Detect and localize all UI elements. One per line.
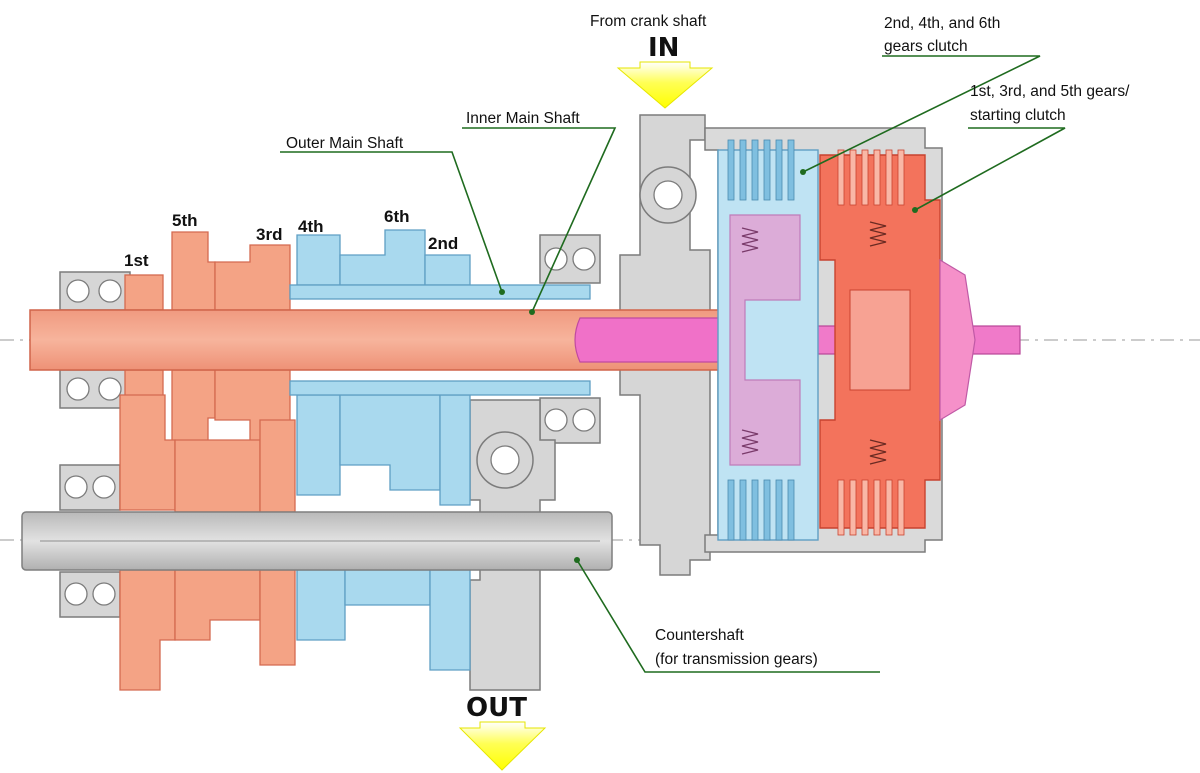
input-arrow [616,61,714,109]
odd-gear-set [119,231,296,691]
even-gears-clutch [717,139,819,541]
outer-main-shaft-label: Outer Main Shaft [286,135,404,152]
odd-clutch-label-line2: starting clutch [970,107,1066,124]
inner-shaft-pink-core [574,317,731,363]
even-clutch-label-line1: 2nd, 4th, and 6th [884,15,1000,32]
inner-main-shaft-label: Inner Main Shaft [466,110,580,127]
leader-lines [280,55,1066,673]
odd-gears-clutch [819,149,976,536]
output-arrow [458,721,547,771]
out-label: OUT [466,693,527,723]
gear-label-2nd: 2nd [428,234,458,253]
gear-label-6th: 6th [384,207,410,226]
countershaft-label-line2: (for transmission gears) [655,651,818,668]
in-label: IN [648,33,679,63]
gear-label-4th: 4th [298,217,324,236]
bearing-rings [64,180,683,606]
odd-clutch-label-line1: 1st, 3rd, and 5th gears/ [970,83,1130,100]
gear-label-3rd: 3rd [256,225,282,244]
even-clutch-label-line2: gears clutch [884,38,968,55]
countershaft-label-line1: Countershaft [655,627,744,644]
from-crank-label: From crank shaft [590,13,707,30]
gear-label-5th: 5th [172,211,198,230]
even-gear-set [289,229,591,671]
gear-label-1st: 1st [124,251,149,270]
